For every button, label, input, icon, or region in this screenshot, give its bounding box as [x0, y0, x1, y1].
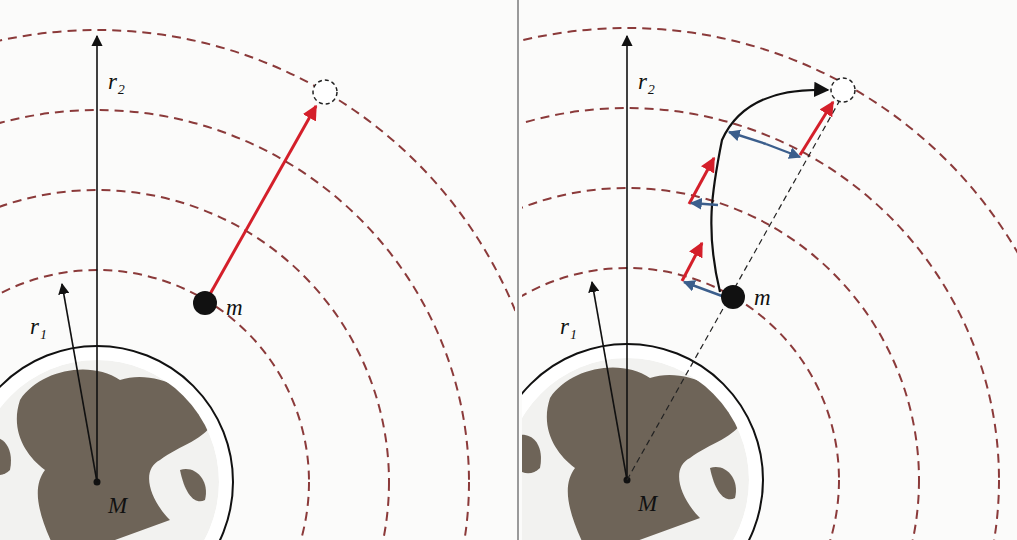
tangential-component-arrows — [684, 132, 800, 296]
displacement-arrow — [205, 106, 316, 303]
curved-path — [711, 90, 828, 292]
radius-label: r₂ — [108, 70, 125, 93]
mass-label: m — [226, 296, 243, 319]
radius-arrow — [592, 282, 627, 480]
radius-arrow — [62, 284, 97, 482]
earth-globe — [0, 360, 219, 540]
equipotential-arcs — [522, 28, 1017, 540]
radius-label: r₂ — [638, 70, 655, 93]
radius-arrow — [626, 36, 628, 480]
earth-mass-label: M — [108, 494, 127, 517]
final-position — [313, 80, 337, 104]
earth-mass-label: M — [638, 492, 657, 515]
earth-globe — [522, 358, 749, 540]
radius-label: r₁ — [560, 315, 577, 338]
right-panel — [522, 28, 1017, 540]
earth-outline — [522, 344, 763, 540]
mass — [721, 285, 745, 309]
final-position — [831, 78, 855, 102]
equipotential-arcs — [0, 30, 515, 540]
mass-label: m — [754, 286, 771, 309]
left-panel — [0, 30, 515, 540]
panel-divider — [517, 0, 519, 540]
mass — [193, 291, 217, 315]
radial-component-arrows — [682, 102, 833, 281]
earth-outline — [0, 346, 233, 540]
radius-arrow — [96, 36, 98, 482]
straight-path-dashed — [627, 100, 840, 480]
radius-label: r₁ — [30, 315, 47, 338]
